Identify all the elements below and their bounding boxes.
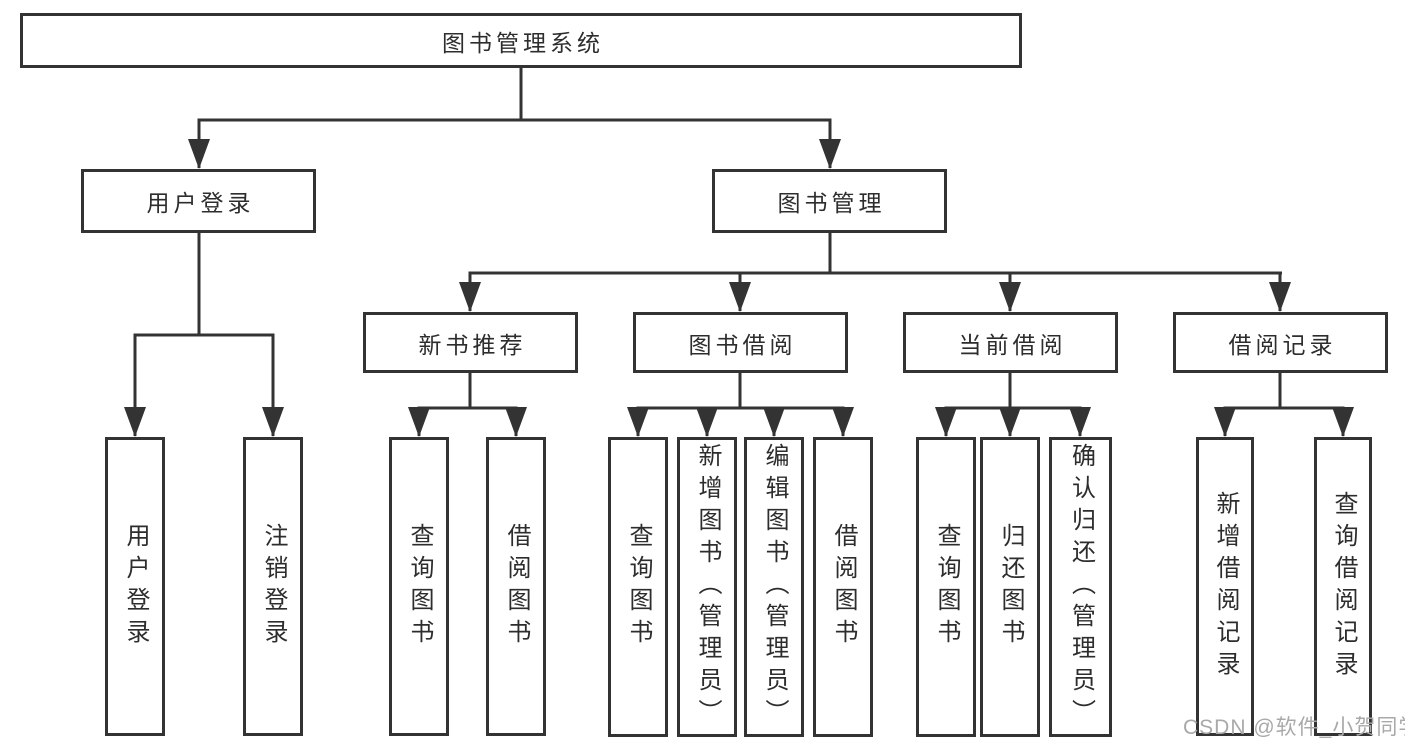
leaf-records-query-record: 查询借阅记录	[1314, 437, 1372, 736]
leaf-borrow-add-books-admin-label: 新增图书（管理员）	[694, 443, 721, 731]
leaf-borrow-borrow-books: 借阅图书	[813, 437, 873, 737]
leaf-current-query-books-label: 查询图书	[933, 523, 960, 651]
node-library-system: 图书管理系统	[20, 13, 1022, 68]
node-new-book-recommend-label: 新书推荐	[418, 331, 527, 358]
node-new-book-recommend: 新书推荐	[363, 312, 578, 373]
leaf-current-return-books-label: 归还图书	[997, 523, 1024, 651]
node-current-borrowing-label: 当前借阅	[958, 331, 1067, 358]
node-book-borrowing: 图书借阅	[633, 312, 848, 373]
leaf-records-query-record-label: 查询借阅记录	[1330, 490, 1357, 683]
leaf-newrec-borrow-books: 借阅图书	[486, 437, 546, 736]
node-current-borrowing: 当前借阅	[903, 312, 1118, 373]
leaf-borrow-edit-books-admin: 编辑图书（管理员）	[744, 437, 804, 737]
leaf-current-confirm-return-admin-label: 确认归还（管理员）	[1067, 443, 1095, 731]
leaf-borrow-edit-books-admin-label: 编辑图书（管理员）	[761, 443, 788, 731]
node-user-login-label: 用户登录	[146, 190, 255, 216]
node-book-management: 图书管理	[712, 169, 947, 233]
node-borrowing-records: 借阅记录	[1173, 312, 1388, 373]
leaf-user-login-label: 用户登录	[122, 522, 149, 651]
node-user-login: 用户登录	[81, 169, 316, 233]
node-book-borrowing-label: 图书借阅	[688, 331, 797, 358]
leaf-current-confirm-return-admin: 确认归还（管理员）	[1049, 437, 1112, 737]
node-book-management-label: 图书管理	[777, 190, 886, 216]
connector-arrows	[124, 120, 1354, 437]
leaf-logout: 注销登录	[243, 437, 303, 736]
leaf-newrec-query-books: 查询图书	[389, 437, 449, 736]
leaf-newrec-query-books-label: 查询图书	[406, 522, 433, 651]
leaf-borrow-query-books-label: 查询图书	[625, 523, 652, 651]
leaf-logout-label: 注销登录	[260, 522, 287, 651]
node-borrowing-records-label: 借阅记录	[1228, 331, 1337, 358]
leaf-current-return-books: 归还图书	[980, 437, 1040, 737]
leaf-borrow-borrow-books-label: 借阅图书	[830, 523, 857, 651]
leaf-records-add-record-label: 新增借阅记录	[1212, 490, 1239, 683]
leaf-records-add-record: 新增借阅记录	[1196, 437, 1254, 736]
watermark: CSDN @软件_小贺同学	[1183, 716, 1405, 739]
leaf-borrow-query-books: 查询图书	[608, 437, 668, 737]
node-library-system-label: 图书管理系统	[442, 29, 604, 56]
leaf-current-query-books: 查询图书	[916, 437, 976, 737]
leaf-newrec-borrow-books-label: 借阅图书	[503, 522, 530, 651]
leaf-user-login: 用户登录	[105, 437, 165, 736]
leaf-borrow-add-books-admin: 新增图书（管理员）	[677, 437, 737, 737]
